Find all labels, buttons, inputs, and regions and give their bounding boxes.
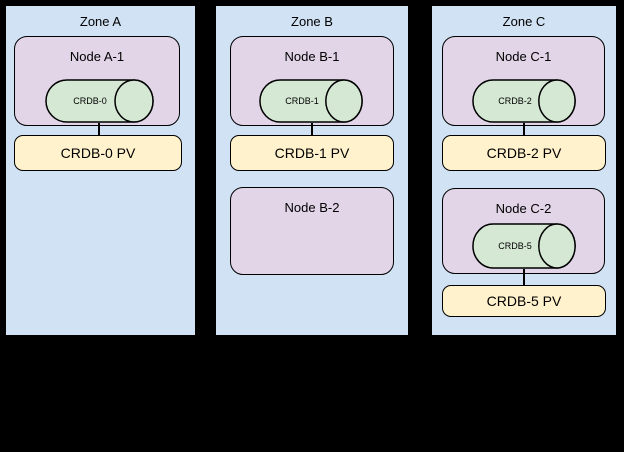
database-cylinder-icon: [472, 223, 577, 269]
database-cylinder-icon: [472, 79, 577, 123]
connector-line: [523, 269, 525, 285]
crdb-2-label: CRDB-2: [498, 96, 532, 106]
connector-line: [311, 123, 313, 136]
crdb-5-pv: CRDB-5 PV: [442, 285, 606, 317]
database-cylinder-icon: [259, 79, 364, 123]
crdb-5-label: CRDB-5: [498, 241, 532, 251]
connector-line: [98, 123, 100, 136]
node-a-1-title: Node A-1: [69, 49, 125, 64]
crdb-0-label: CRDB-0: [73, 96, 107, 106]
zone-a-title: Zone A: [79, 14, 122, 29]
crdb-0-pv: CRDB-0 PV: [14, 135, 182, 171]
node-b-2: Node B-2: [230, 187, 394, 275]
node-b-2-title: Node B-2: [284, 200, 340, 215]
connector-line: [523, 123, 525, 136]
database-cylinder-icon: [45, 79, 155, 123]
zone-c-title: Zone C: [502, 14, 546, 29]
zone-b-title: Zone B: [291, 14, 333, 29]
node-b-1-title: Node B-1: [284, 49, 340, 64]
crdb-1-pv: CRDB-1 PV: [230, 135, 394, 171]
node-c-1-title: Node C-1: [495, 49, 552, 64]
node-c-2-title: Node C-2: [495, 201, 552, 216]
crdb-2-pv: CRDB-2 PV: [442, 135, 606, 171]
crdb-1-label: CRDB-1: [285, 96, 319, 106]
